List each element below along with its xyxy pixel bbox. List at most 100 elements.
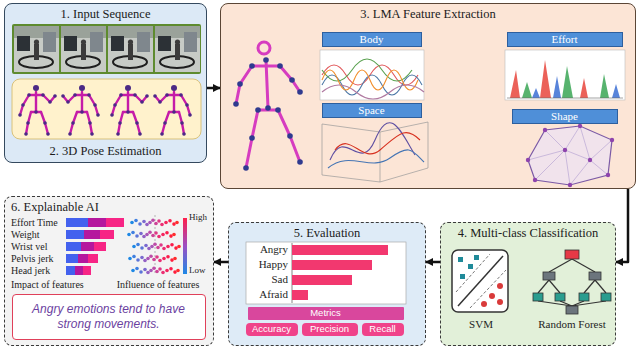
shape-mesh-part [528, 126, 612, 185]
node-title: Space [358, 105, 384, 116]
svm-icon-part [458, 255, 479, 279]
svm-icon-part [470, 270, 506, 308]
shape-mesh-part [528, 126, 612, 185]
lma-illustration [220, 3, 636, 189]
beeswarm-plot-part [130, 218, 179, 226]
forest-icon-part-part [560, 301, 572, 306]
space-chart-part-part [322, 168, 428, 182]
svm-icon-part-part [497, 299, 503, 305]
forest-icon-part [543, 272, 555, 280]
skeleton-figure-part-part [246, 110, 258, 168]
importance-bars-part [66, 242, 81, 251]
skeleton-figure-part-part [297, 159, 303, 165]
video-frames-part [108, 26, 153, 72]
feature-label: Wrist vel [11, 241, 48, 253]
forest-icon-part [589, 272, 601, 280]
video-frames-part [155, 26, 200, 72]
shape-mesh-part-part [565, 150, 590, 160]
forest-icon-part-part [579, 293, 589, 301]
beeswarm-plot-part [128, 254, 177, 262]
svm-icon-part [481, 283, 503, 307]
body-chart-part-part [322, 70, 418, 90]
forest-icon-part [565, 250, 579, 259]
feature-tag: Shape [512, 109, 618, 124]
shape-mesh-part-part [528, 150, 565, 160]
effort-chart-part [532, 76, 620, 98]
space-chart-part-part [379, 132, 380, 182]
node-title: Accuracy [252, 324, 291, 334]
metric-button: Recall [362, 323, 404, 336]
forest-icon-part-part [538, 301, 572, 306]
video-frames-part [61, 26, 106, 72]
svm-icon-part-part [489, 293, 495, 299]
skeleton-figure-part-part [233, 101, 239, 107]
svm-icon-part-part [458, 257, 463, 262]
axis-caption: Influence of features [117, 279, 200, 291]
svm-icon-part-part [481, 301, 487, 307]
forest-icon-part-part [595, 280, 606, 293]
shape-mesh-part-part [532, 177, 536, 181]
importance-bars-part [83, 266, 91, 275]
insight-box: Angry emotions tend to have strong movem… [12, 294, 206, 340]
flow-arrow [214, 261, 228, 264]
beeswarm-plot-part [131, 266, 180, 274]
forest-icon-part-part [584, 280, 595, 293]
shape-mesh-part [525, 123, 613, 186]
importance-bars-part [75, 266, 83, 275]
forest-icon-part-part [549, 280, 560, 293]
forest-icon-part-part [549, 259, 572, 272]
skeleton-figure-part-part [258, 42, 270, 54]
shape-mesh-part-part [525, 157, 529, 161]
node-title: Precision [310, 324, 349, 334]
body-chart [320, 50, 424, 100]
shape-mesh-part-part [562, 147, 566, 151]
forest-icon-part [533, 293, 611, 301]
video-frames-part [12, 24, 201, 74]
importance-bars-part [88, 254, 98, 263]
feature-tag: Body [322, 32, 422, 47]
importance-bars-part [106, 218, 124, 227]
importance-bars-part [78, 254, 88, 263]
metrics-bar: Metrics [248, 307, 404, 320]
class-label: Sad [272, 273, 289, 286]
node-title: 3. LMA Feature Extraction [360, 7, 495, 22]
svm-icon-part-part [497, 283, 503, 289]
space-chart-part-part [321, 124, 322, 175]
skeleton-figure-part-part [275, 107, 281, 113]
model-label: Random Forest [538, 318, 606, 331]
svm-icon-part-part [468, 264, 473, 269]
effort-chart-part [505, 50, 625, 100]
skeleton-figure-part-part [297, 89, 303, 95]
svm-icon-part [456, 254, 490, 292]
forest-icon-part [566, 306, 578, 314]
importance-bars-part [66, 254, 78, 263]
shape-mesh [525, 123, 613, 186]
forest-icon-part [538, 259, 606, 306]
skeleton-figure-part-part [263, 57, 269, 63]
scale-label: High [189, 212, 207, 223]
stage-box: 1. Input Sequence2. 3D Pose Estimation [4, 3, 207, 163]
shape-mesh-part-part [590, 140, 612, 160]
node-title: Metrics [310, 308, 341, 318]
pose-band-part [110, 85, 149, 136]
class-label: Angry [260, 243, 288, 256]
metric-button: Accuracy [246, 323, 298, 336]
body-chart-part-part [322, 85, 424, 99]
space-chart-part-part [427, 122, 428, 168]
score-bar-chart [246, 242, 406, 304]
pose-band-part [18, 85, 57, 136]
skeleton-figure-part-part [249, 135, 255, 141]
shape-mesh-part-part [609, 137, 613, 141]
shape-mesh-part-part [565, 126, 580, 150]
shape-mesh-part-part [567, 182, 571, 186]
svm-icon-part [452, 250, 508, 312]
score-bar-chart-part [292, 275, 352, 285]
forest-icon-part-part [572, 301, 606, 306]
forest-icon-part-part [538, 280, 549, 293]
shape-mesh-part-part [570, 160, 590, 185]
importance-bars-part [66, 218, 88, 227]
pose-band-part [12, 79, 201, 139]
importance-bars-part [84, 230, 100, 239]
pose-band-part [61, 85, 100, 136]
